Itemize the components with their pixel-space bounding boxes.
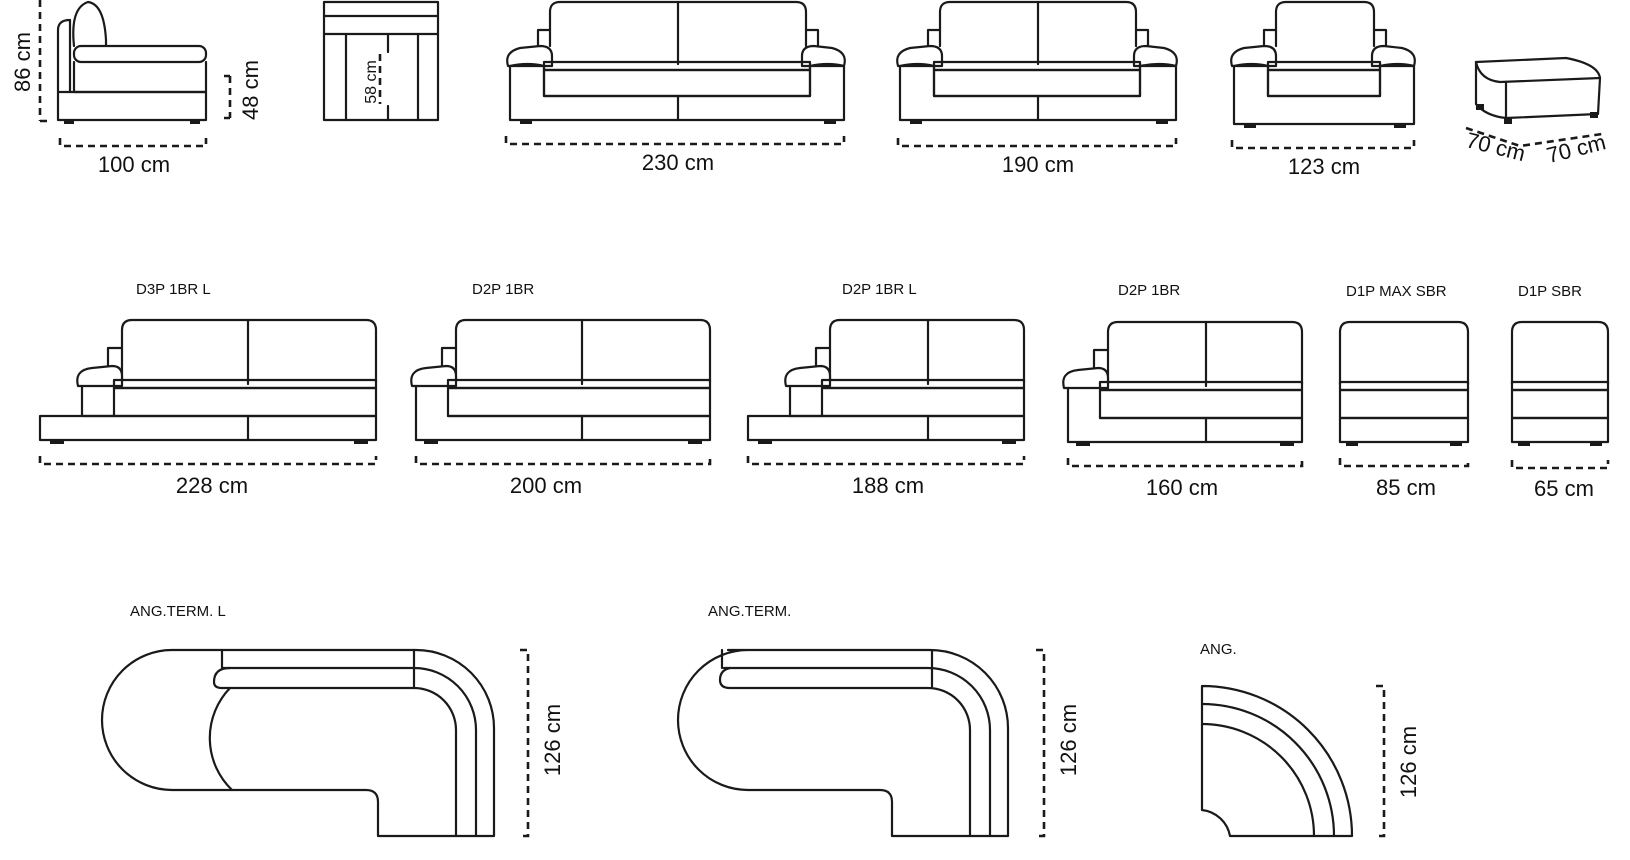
sofa-2-width-label: 190 cm (1002, 152, 1074, 177)
module-label-d2p-1br: D2P 1BR (472, 281, 534, 298)
module-label-ang: ANG. (1200, 641, 1237, 658)
module-d1p-max-sbr-drawing (1338, 320, 1470, 446)
side-height-label: 86 cm (10, 32, 35, 92)
module-label-d1p-max-sbr: D1P MAX SBR (1346, 283, 1447, 300)
module-label-d2p-1br-2: D2P 1BR (1118, 282, 1180, 299)
armchair-drawing (1230, 0, 1416, 128)
module-width-d1p-max-sbr: 85 cm (1376, 475, 1436, 500)
module-depth-ang-term-l: 126 cm (540, 704, 565, 776)
module-depth-ang: 126 cm (1396, 726, 1421, 798)
module-label-d3p-1br-l: D3P 1BR L (136, 281, 211, 298)
pouf-width-a-label: 70 cm (1464, 127, 1528, 166)
module-width-d1p-sbr: 65 cm (1534, 476, 1594, 501)
module-width-d3p-1br-l: 228 cm (176, 473, 248, 498)
module-ang-drawing (1200, 684, 1354, 838)
module-d1p-sbr-drawing (1510, 320, 1610, 446)
module-d3p-1br-l-drawing (38, 318, 378, 444)
module-width-d2p-1br-l: 188 cm (852, 473, 924, 498)
sofa-2-seater-drawing (896, 0, 1178, 124)
module-depth-ang-term: 126 cm (1056, 704, 1081, 776)
module-ang-term-drawing (676, 648, 1010, 838)
seat-depth-label: 58 cm (363, 60, 380, 104)
side-seat-height-label: 48 cm (238, 60, 263, 120)
module-d2p-1br-2-drawing (1062, 320, 1304, 446)
armchair-width-label: 123 cm (1288, 154, 1360, 179)
seat-top-view-drawing (322, 0, 440, 122)
module-width-d2p-1br: 200 cm (510, 473, 582, 498)
sofa-3-width-label: 230 cm (642, 150, 714, 175)
module-width-d2p-1br-2: 160 cm (1146, 475, 1218, 500)
side-profile-drawing (56, 0, 208, 124)
module-label-d2p-1br-l: D2P 1BR L (842, 281, 917, 298)
pouf-drawing (1474, 56, 1602, 124)
module-d2p-1br-l-drawing (746, 318, 1026, 444)
module-label-ang-term-l: ANG.TERM. L (130, 603, 226, 620)
module-ang-term-l-drawing (100, 648, 496, 838)
module-label-ang-term: ANG.TERM. (708, 603, 791, 620)
side-depth-label: 100 cm (98, 152, 170, 177)
module-d2p-1br-drawing (410, 318, 712, 444)
pouf-width-b-label: 70 cm (1544, 129, 1608, 168)
sofa-3-seater-drawing (506, 0, 846, 124)
module-label-d1p-sbr: D1P SBR (1518, 283, 1582, 300)
